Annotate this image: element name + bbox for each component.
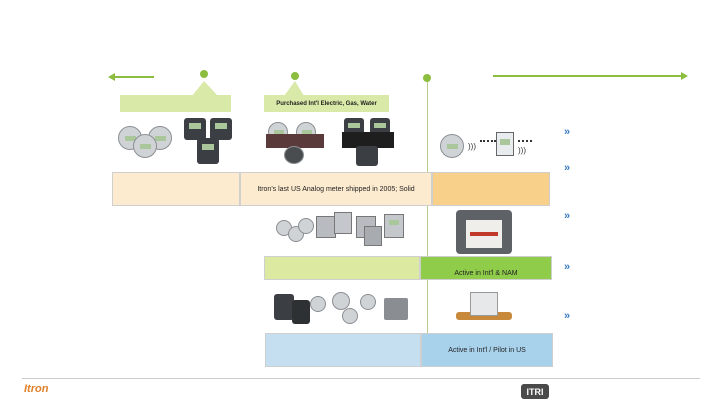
timeline-dot-1	[200, 70, 208, 78]
gas-band-text: Active in Int'l & NAM	[420, 256, 552, 280]
callout-purchased: Purchased Int'l Electric, Gas, Water	[264, 95, 389, 112]
water-meter-icon	[292, 300, 310, 324]
box-meter-icon	[197, 138, 219, 164]
electric-meter-group-4	[342, 118, 398, 168]
signal-dots-icon	[518, 140, 532, 142]
smart-electric-meter-group: ))) )))	[440, 130, 540, 164]
wireless-signal-icon: )))	[468, 142, 476, 151]
round-meter-icon	[284, 146, 304, 164]
bullet-5: »	[564, 310, 571, 322]
timeline-divider	[427, 82, 428, 364]
electric-band-start	[112, 172, 240, 206]
smart-water-meter-icon	[456, 286, 512, 330]
water-meter-group	[272, 290, 412, 330]
callout-pointer-2	[284, 81, 304, 96]
wireless-signal-icon: )))	[518, 146, 526, 155]
water-meter-icon	[384, 298, 408, 320]
timeline-left-arrow	[114, 76, 154, 78]
footer-divider	[22, 378, 700, 379]
itron-logo: Itron	[24, 383, 49, 395]
electric-meter-group-2	[184, 118, 234, 168]
timeline-right-arrowhead	[681, 72, 688, 80]
round-meter-icon	[360, 294, 376, 310]
water-band-text: Active in Int'l / Pilot in US	[421, 333, 553, 367]
smart-gas-meter-icon	[456, 210, 512, 254]
gas-band-start	[264, 256, 420, 280]
signal-dots-icon	[480, 140, 496, 142]
meter-base-icon	[342, 132, 394, 148]
electric-band-text: Itron's last US Analog meter shipped in …	[240, 172, 432, 206]
bullet-4: »	[564, 261, 571, 273]
bullet-1: »	[564, 126, 571, 138]
timeline-dot-2	[291, 72, 299, 80]
timeline-right-arrow	[493, 75, 681, 77]
round-meter-icon	[342, 308, 358, 324]
box-meter-icon	[356, 146, 378, 166]
timeline-dot-3	[423, 74, 431, 82]
meter-base-icon	[266, 134, 324, 148]
display-device-icon	[496, 132, 514, 156]
electric-meter-group-3	[266, 120, 326, 166]
bullet-3: »	[564, 210, 571, 222]
round-meter-icon	[310, 296, 326, 312]
round-meter-icon	[133, 134, 157, 158]
electric-band-end	[432, 172, 550, 206]
round-meter-icon	[440, 134, 464, 158]
round-meter-icon	[298, 218, 314, 234]
gas-meter-icon	[334, 212, 352, 234]
water-band-start	[265, 333, 421, 367]
bullet-2: »	[564, 162, 571, 174]
water-meter-icon	[274, 294, 294, 320]
itri-logo: ITRI	[521, 384, 549, 399]
callout-pointer-1	[192, 81, 218, 96]
round-meter-icon	[332, 292, 350, 310]
gas-meter-group	[272, 210, 412, 254]
box-meter-icon	[184, 118, 206, 140]
electric-meter-group-1	[118, 122, 178, 162]
box-meter-icon	[210, 118, 232, 140]
gas-meter-icon	[316, 216, 336, 238]
callout-box-1	[120, 95, 231, 112]
timeline-left-arrowhead	[108, 73, 115, 81]
gas-meter-icon	[364, 226, 382, 246]
gas-meter-icon	[384, 214, 404, 238]
